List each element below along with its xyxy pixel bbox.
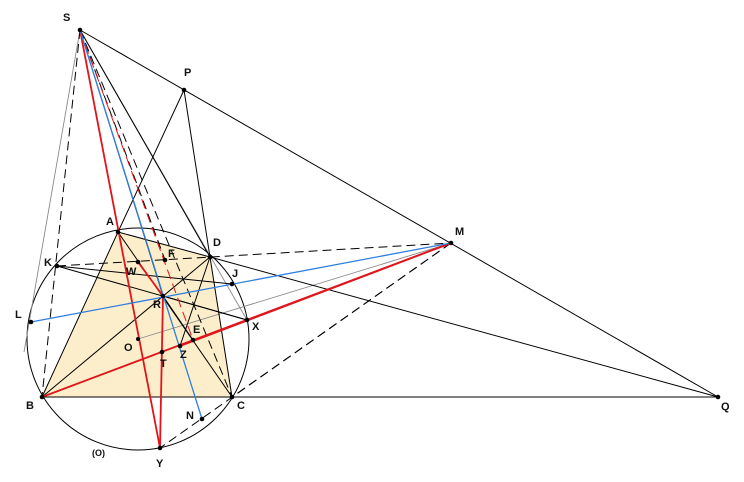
point-K xyxy=(54,263,60,269)
diag-BD xyxy=(41,256,211,398)
label-Z: Z xyxy=(180,349,187,361)
label-C: C xyxy=(237,400,245,412)
blue-L-M xyxy=(30,242,452,323)
line-D-Z xyxy=(179,256,211,347)
line-K-J xyxy=(56,265,233,285)
quadrilateral-ABCD-fill xyxy=(42,232,232,397)
points xyxy=(28,27,721,451)
dashed-K-M xyxy=(56,242,452,267)
point-F xyxy=(162,257,168,263)
line-O-M xyxy=(137,242,452,340)
red-M-Z xyxy=(179,242,452,347)
line-A-D xyxy=(117,231,211,258)
point-Y xyxy=(157,445,163,451)
line-S-Q xyxy=(79,29,719,398)
red-W-R xyxy=(137,261,164,297)
label-K: K xyxy=(44,257,52,269)
label-D: D xyxy=(213,237,221,249)
point-O xyxy=(136,337,140,341)
line-R-X xyxy=(162,295,248,321)
point-J xyxy=(229,281,235,287)
label-O: O xyxy=(124,342,133,354)
black-lines xyxy=(41,29,719,398)
line-A-P xyxy=(117,89,185,233)
label-Y: Y xyxy=(156,458,164,470)
red-S-Y xyxy=(79,29,161,449)
label-M: M xyxy=(455,226,464,238)
label-J: J xyxy=(232,268,238,280)
line-S-D xyxy=(79,29,211,258)
point-B xyxy=(39,394,45,400)
label-R: R xyxy=(153,299,161,311)
point-N xyxy=(199,416,205,422)
red-dashed-S-E xyxy=(79,29,194,341)
label-circle-O: (O) xyxy=(92,448,105,458)
diag-AC xyxy=(117,231,233,398)
blue-S-N xyxy=(79,29,203,420)
label-P: P xyxy=(184,67,191,79)
label-A: A xyxy=(106,216,114,228)
label-E: E xyxy=(193,324,200,336)
side-DC xyxy=(209,256,233,398)
label-L: L xyxy=(15,309,22,321)
label-S: S xyxy=(63,12,70,24)
label-W: W xyxy=(126,266,137,278)
point-R xyxy=(160,293,166,299)
point-T xyxy=(159,349,165,355)
point-P xyxy=(181,87,187,93)
blue-lines xyxy=(30,29,452,420)
line-D-Q xyxy=(209,256,719,398)
point-X xyxy=(244,317,250,323)
point-E xyxy=(190,337,196,343)
point-D xyxy=(207,254,213,260)
label-B: B xyxy=(26,400,34,412)
dashed-S-B xyxy=(41,29,81,398)
label-F: F xyxy=(168,248,175,260)
point-A xyxy=(115,229,121,235)
dashed-S-F xyxy=(79,29,166,261)
point-W xyxy=(135,259,141,265)
point-L xyxy=(28,319,34,325)
line-R-E xyxy=(162,295,194,341)
red-Y-R xyxy=(159,295,164,449)
point-C xyxy=(229,394,235,400)
labels: S P A D M K F W J L R X E O Z T B C N Q … xyxy=(15,12,730,470)
circle-O xyxy=(26,227,250,451)
dashed-lines xyxy=(41,29,452,449)
point-M xyxy=(448,240,454,246)
label-T: T xyxy=(160,358,167,370)
dashed-M-Y xyxy=(159,242,452,449)
point-S xyxy=(77,27,83,33)
label-N: N xyxy=(186,410,194,422)
label-Q: Q xyxy=(721,401,730,413)
point-Z xyxy=(177,343,183,349)
label-X: X xyxy=(252,321,260,333)
dashed-S-C xyxy=(79,29,233,398)
side-AB xyxy=(41,231,119,398)
line-S-L xyxy=(23,29,81,353)
line-P-D xyxy=(183,89,211,258)
point-Q xyxy=(715,394,721,400)
